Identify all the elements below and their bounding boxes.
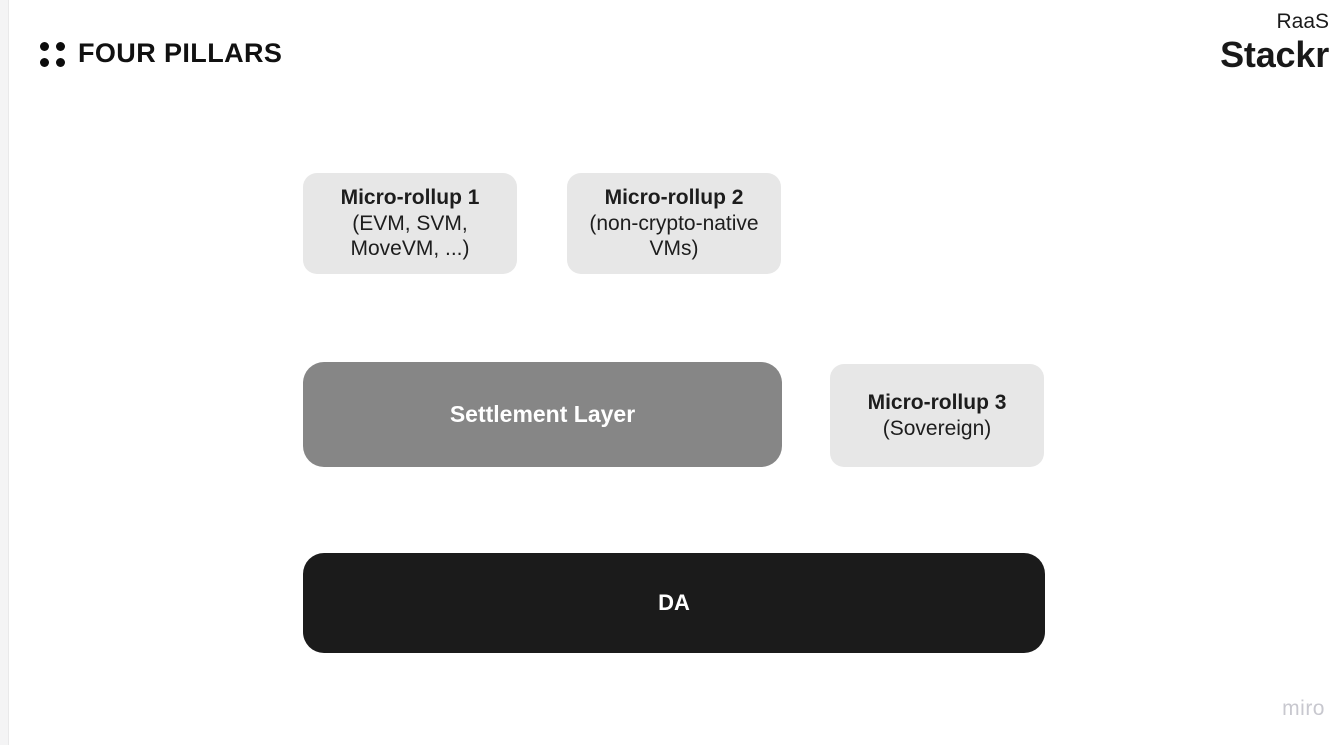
node-title: Micro-rollup 1: [340, 186, 480, 210]
four-dots-grid-icon: [40, 41, 65, 67]
diagram-node-settlement-layer[interactable]: Settlement Layer: [303, 362, 782, 467]
node-subtitle-line-2: VMs): [649, 237, 699, 261]
brand-name: FOUR PILLARS: [78, 38, 283, 68]
page-left-edge: [0, 0, 9, 745]
node-subtitle-line-1: (EVM, SVM,: [352, 211, 468, 235]
node-subtitle-line-2: MoveVM, ...): [350, 237, 470, 261]
brand-logo: FOUR PILLARS: [40, 40, 282, 67]
diagram-node-micro-rollup-3[interactable]: Micro-rollup 3 (Sovereign): [830, 364, 1044, 467]
node-title: Settlement Layer: [449, 401, 636, 428]
node-subtitle: (EVM, SVM, MoveVM, ...): [350, 211, 469, 262]
node-subtitle: (non-crypto-native VMs): [589, 211, 758, 262]
node-title: DA: [658, 589, 690, 615]
corner-category: RaaS: [1276, 10, 1329, 33]
node-subtitle-line-1: (non-crypto-native: [589, 211, 759, 235]
node-title: Micro-rollup 2: [604, 186, 744, 210]
miro-watermark: miro: [1282, 697, 1325, 720]
node-title: Micro-rollup 3: [867, 390, 1007, 414]
corner-label: RaaS Stackr: [922, 10, 1342, 77]
node-subtitle-line-1: (Sovereign): [882, 416, 992, 440]
diagram-node-data-availability[interactable]: DA: [303, 553, 1045, 653]
diagram-node-micro-rollup-1[interactable]: Micro-rollup 1 (EVM, SVM, MoveVM, ...): [303, 173, 517, 274]
corner-title: Stackr: [1220, 34, 1329, 76]
diagram-node-micro-rollup-2[interactable]: Micro-rollup 2 (non-crypto-native VMs): [567, 173, 781, 274]
